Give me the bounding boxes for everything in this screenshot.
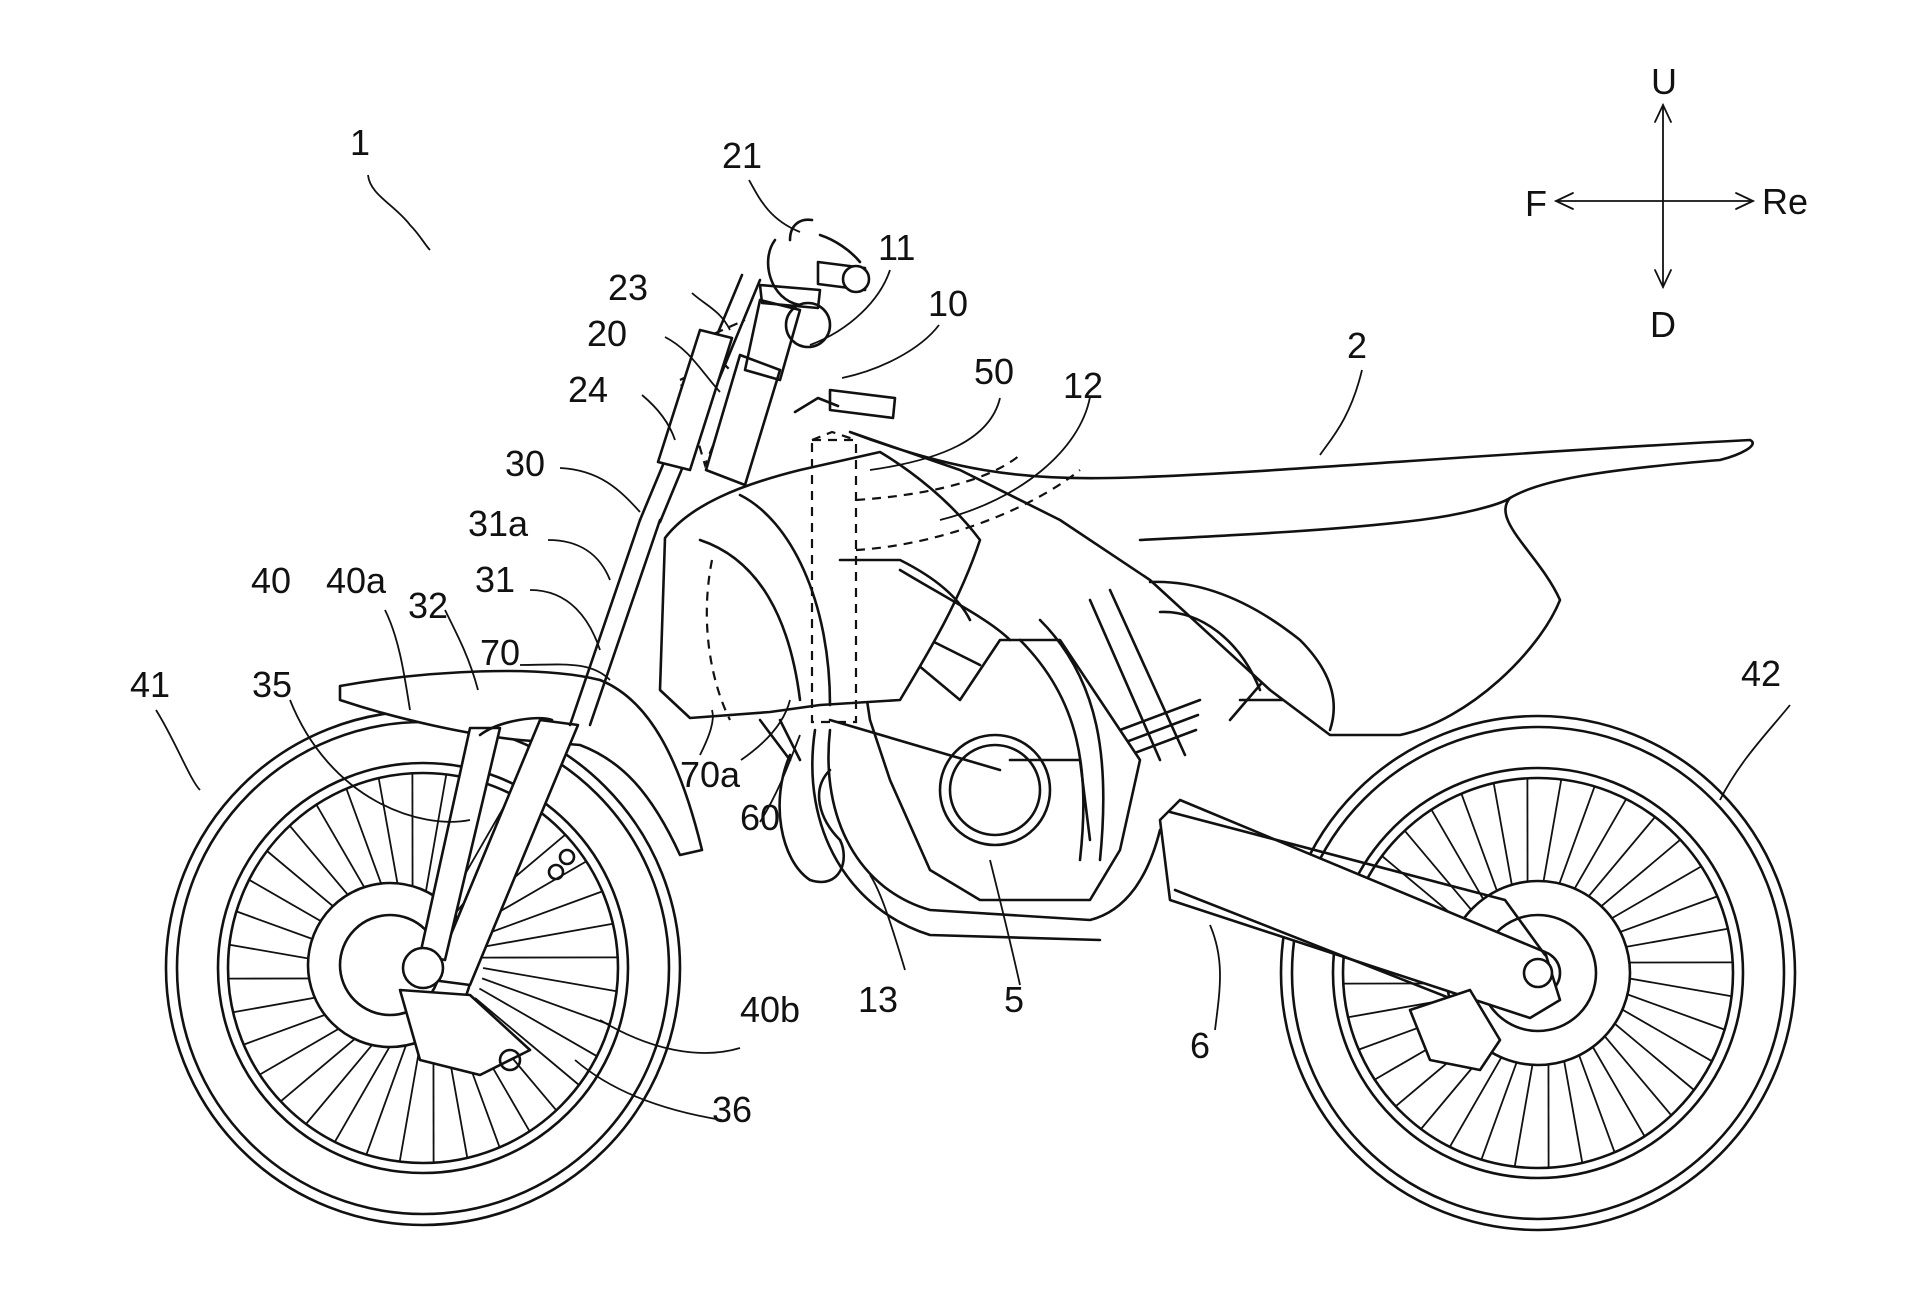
reference-labels: 1 21 11 23 10 20 50 12 2 24 30 31a 31 40… — [130, 122, 1781, 1130]
label-30: 30 — [505, 443, 545, 484]
wheel-spoke — [422, 774, 448, 909]
label-20: 20 — [587, 313, 627, 354]
direction-rear-label: Re — [1762, 181, 1808, 222]
engine-frame — [778, 618, 1162, 942]
wheel-spoke — [478, 987, 598, 1057]
wheel-spoke — [479, 922, 614, 949]
label-24: 24 — [568, 369, 608, 410]
label-5: 5 — [1004, 979, 1024, 1020]
swingarm — [1158, 798, 1562, 1072]
label-35: 35 — [252, 664, 292, 705]
wheel-spoke — [482, 967, 617, 993]
label-1: 1 — [350, 122, 370, 163]
direction-indicator: U D F Re — [1525, 61, 1808, 345]
label-36: 36 — [712, 1089, 752, 1130]
seat-and-rear-body — [848, 430, 1754, 737]
label-10: 10 — [928, 283, 968, 324]
label-12: 12 — [1063, 365, 1103, 406]
label-40b: 40b — [740, 989, 800, 1030]
label-32: 32 — [408, 585, 448, 626]
label-60: 60 — [740, 797, 780, 838]
label-6: 6 — [1190, 1025, 1210, 1066]
direction-up-label: U — [1651, 61, 1677, 102]
label-70a: 70a — [680, 754, 741, 795]
label-31a: 31a — [468, 503, 529, 544]
wheel-spoke — [481, 977, 610, 1026]
wheel-spoke — [365, 1026, 414, 1155]
label-40: 40 — [251, 560, 291, 601]
label-31: 31 — [475, 559, 515, 600]
tank-shroud — [658, 450, 1012, 762]
label-21: 21 — [722, 135, 762, 176]
wheel-spoke — [474, 997, 580, 1086]
label-40a: 40a — [326, 560, 387, 601]
label-11: 11 — [878, 227, 915, 268]
leader-lines — [155, 174, 1791, 1121]
steering-head-and-handlebar — [568, 218, 897, 727]
direction-front-label: F — [1525, 183, 1547, 224]
label-50: 50 — [974, 351, 1014, 392]
label-13: 13 — [858, 979, 898, 1020]
wheel-spoke — [474, 890, 603, 939]
label-23: 23 — [608, 267, 648, 308]
label-41: 41 — [130, 664, 170, 705]
direction-down-label: D — [1650, 304, 1676, 345]
label-2: 2 — [1347, 325, 1367, 366]
label-70: 70 — [480, 632, 520, 673]
label-42: 42 — [1741, 653, 1781, 694]
front-fork-and-fender — [338, 669, 704, 1077]
